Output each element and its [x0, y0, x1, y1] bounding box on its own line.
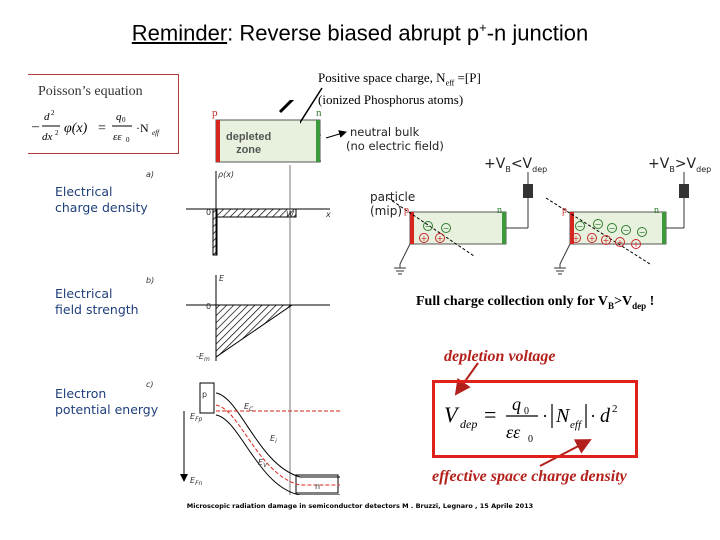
- n-electrode: [316, 120, 320, 162]
- svg-text:x: x: [325, 210, 331, 219]
- svg-text:0: 0: [122, 116, 126, 124]
- top-p-label: p: [212, 107, 218, 119]
- plot-c-label: c): [146, 380, 154, 389]
- poisson-formula: – d 2 dx 2 φ(x) = q 0 εε 0 ·N eff: [31, 109, 160, 144]
- space-charge-text: Positive space charge, Neff =[P] (ionize…: [318, 70, 481, 107]
- svg-text:n: n: [315, 482, 320, 491]
- svg-text:−: −: [443, 224, 450, 233]
- svg-text:0: 0: [126, 136, 130, 144]
- svg-text:q: q: [116, 111, 122, 123]
- svg-text:E: E: [219, 274, 225, 283]
- full-charge-text: Full charge collection only for VB>Vdep …: [416, 294, 655, 311]
- svg-text:d: d: [44, 111, 50, 123]
- svg-text:N: N: [555, 405, 571, 427]
- title-reminder: Reminder: [131, 20, 228, 46]
- effective-density-label: effective space charge density: [432, 468, 627, 485]
- svg-text:·N: ·N: [136, 121, 149, 135]
- svg-text:EC: EC: [244, 402, 254, 413]
- svg-text:εε: εε: [113, 131, 122, 143]
- svg-text:2: 2: [51, 109, 55, 117]
- title-suffix: -n junction: [486, 20, 589, 46]
- slide-title: Reminder: Reverse biased abrupt p+-n jun…: [0, 20, 720, 46]
- svg-text:=: =: [98, 121, 106, 136]
- detector-diagram-top: [215, 100, 347, 163]
- svg-text:–: –: [31, 119, 40, 134]
- svg-text:EFn: EFn: [190, 476, 203, 487]
- svg-text:dx: dx: [42, 131, 53, 143]
- title-sup: +: [479, 20, 487, 35]
- circuit-right-p: p: [562, 205, 567, 216]
- junction-plots: a) b) c) ρ(x) 0 W x E 0 -Em p n EC Ei EV…: [146, 165, 340, 495]
- svg-text:φ(x): φ(x): [64, 121, 88, 136]
- svg-text:0: 0: [528, 434, 533, 445]
- svg-text:+: +: [573, 234, 580, 243]
- svg-text:Ei: Ei: [270, 434, 277, 445]
- svg-text:−: −: [577, 222, 584, 231]
- svg-text:-Em: -Em: [196, 352, 210, 363]
- poisson-box: [28, 74, 179, 154]
- svg-text:p: p: [202, 390, 207, 399]
- svg-text:q: q: [512, 394, 521, 414]
- plot-b-label: b): [146, 276, 154, 285]
- depletion-arrows: [300, 87, 592, 467]
- svg-text:2: 2: [612, 403, 618, 415]
- detector-circuits: − − + + − − − − − + + + + +: [387, 172, 689, 275]
- svg-text:+: +: [603, 236, 610, 245]
- svg-text:2: 2: [55, 129, 59, 137]
- depletion-formula: V dep = q 0 εε 0 · N eff · d 2: [444, 394, 618, 445]
- svg-text:W: W: [286, 210, 295, 219]
- bias-right-label: +VB>Vdep: [648, 156, 712, 174]
- svg-text:εε: εε: [506, 422, 521, 442]
- depletion-voltage-label: depletion voltage: [444, 348, 556, 365]
- svg-text:−: −: [425, 222, 432, 231]
- svg-text:ρ(x): ρ(x): [218, 170, 234, 179]
- svg-text:0: 0: [524, 406, 529, 417]
- svg-text:·: ·: [542, 406, 548, 426]
- circuit-right-n: n: [654, 205, 659, 216]
- svg-text:−: −: [623, 226, 630, 235]
- bias-left-label: +VB<Vdep: [484, 156, 548, 174]
- svg-text:eff: eff: [152, 129, 160, 137]
- svg-text:dep: dep: [460, 417, 477, 431]
- svg-text:+: +: [421, 234, 428, 243]
- svg-text:+: +: [633, 240, 640, 249]
- svg-text:0: 0: [206, 208, 211, 217]
- equals: =: [484, 402, 496, 427]
- svg-text:·: ·: [590, 406, 596, 426]
- svg-text:+: +: [589, 234, 596, 243]
- svg-text:−: −: [609, 224, 616, 233]
- plot-a-label: a): [146, 170, 154, 179]
- poisson-label: Poisson’s equation: [38, 84, 143, 99]
- p-electrode: [216, 120, 220, 162]
- svg-text:V: V: [444, 402, 460, 427]
- neutral-bulk-label: neutral bulk(no electric field): [346, 125, 444, 153]
- top-n-label: n: [316, 107, 322, 119]
- svg-text:−: −: [639, 228, 646, 237]
- svg-text:EFp: EFp: [190, 412, 203, 423]
- svg-text:0: 0: [206, 302, 211, 311]
- svg-text:−: −: [595, 220, 602, 229]
- svg-text:eff: eff: [570, 419, 583, 431]
- svg-text:+: +: [437, 234, 444, 243]
- formula-box: [432, 380, 638, 458]
- circuit-left-p: p: [404, 205, 409, 216]
- footer-citation: Microscopic radiation damage in semicond…: [186, 502, 534, 510]
- svg-text:EV: EV: [258, 458, 268, 469]
- title-text: : Reverse biased abrupt p: [227, 20, 480, 46]
- particle-label: particle(mip): [370, 190, 416, 218]
- circuit-left-n: n: [497, 205, 502, 216]
- svg-text:+: +: [617, 238, 624, 247]
- svg-text:d: d: [600, 405, 611, 427]
